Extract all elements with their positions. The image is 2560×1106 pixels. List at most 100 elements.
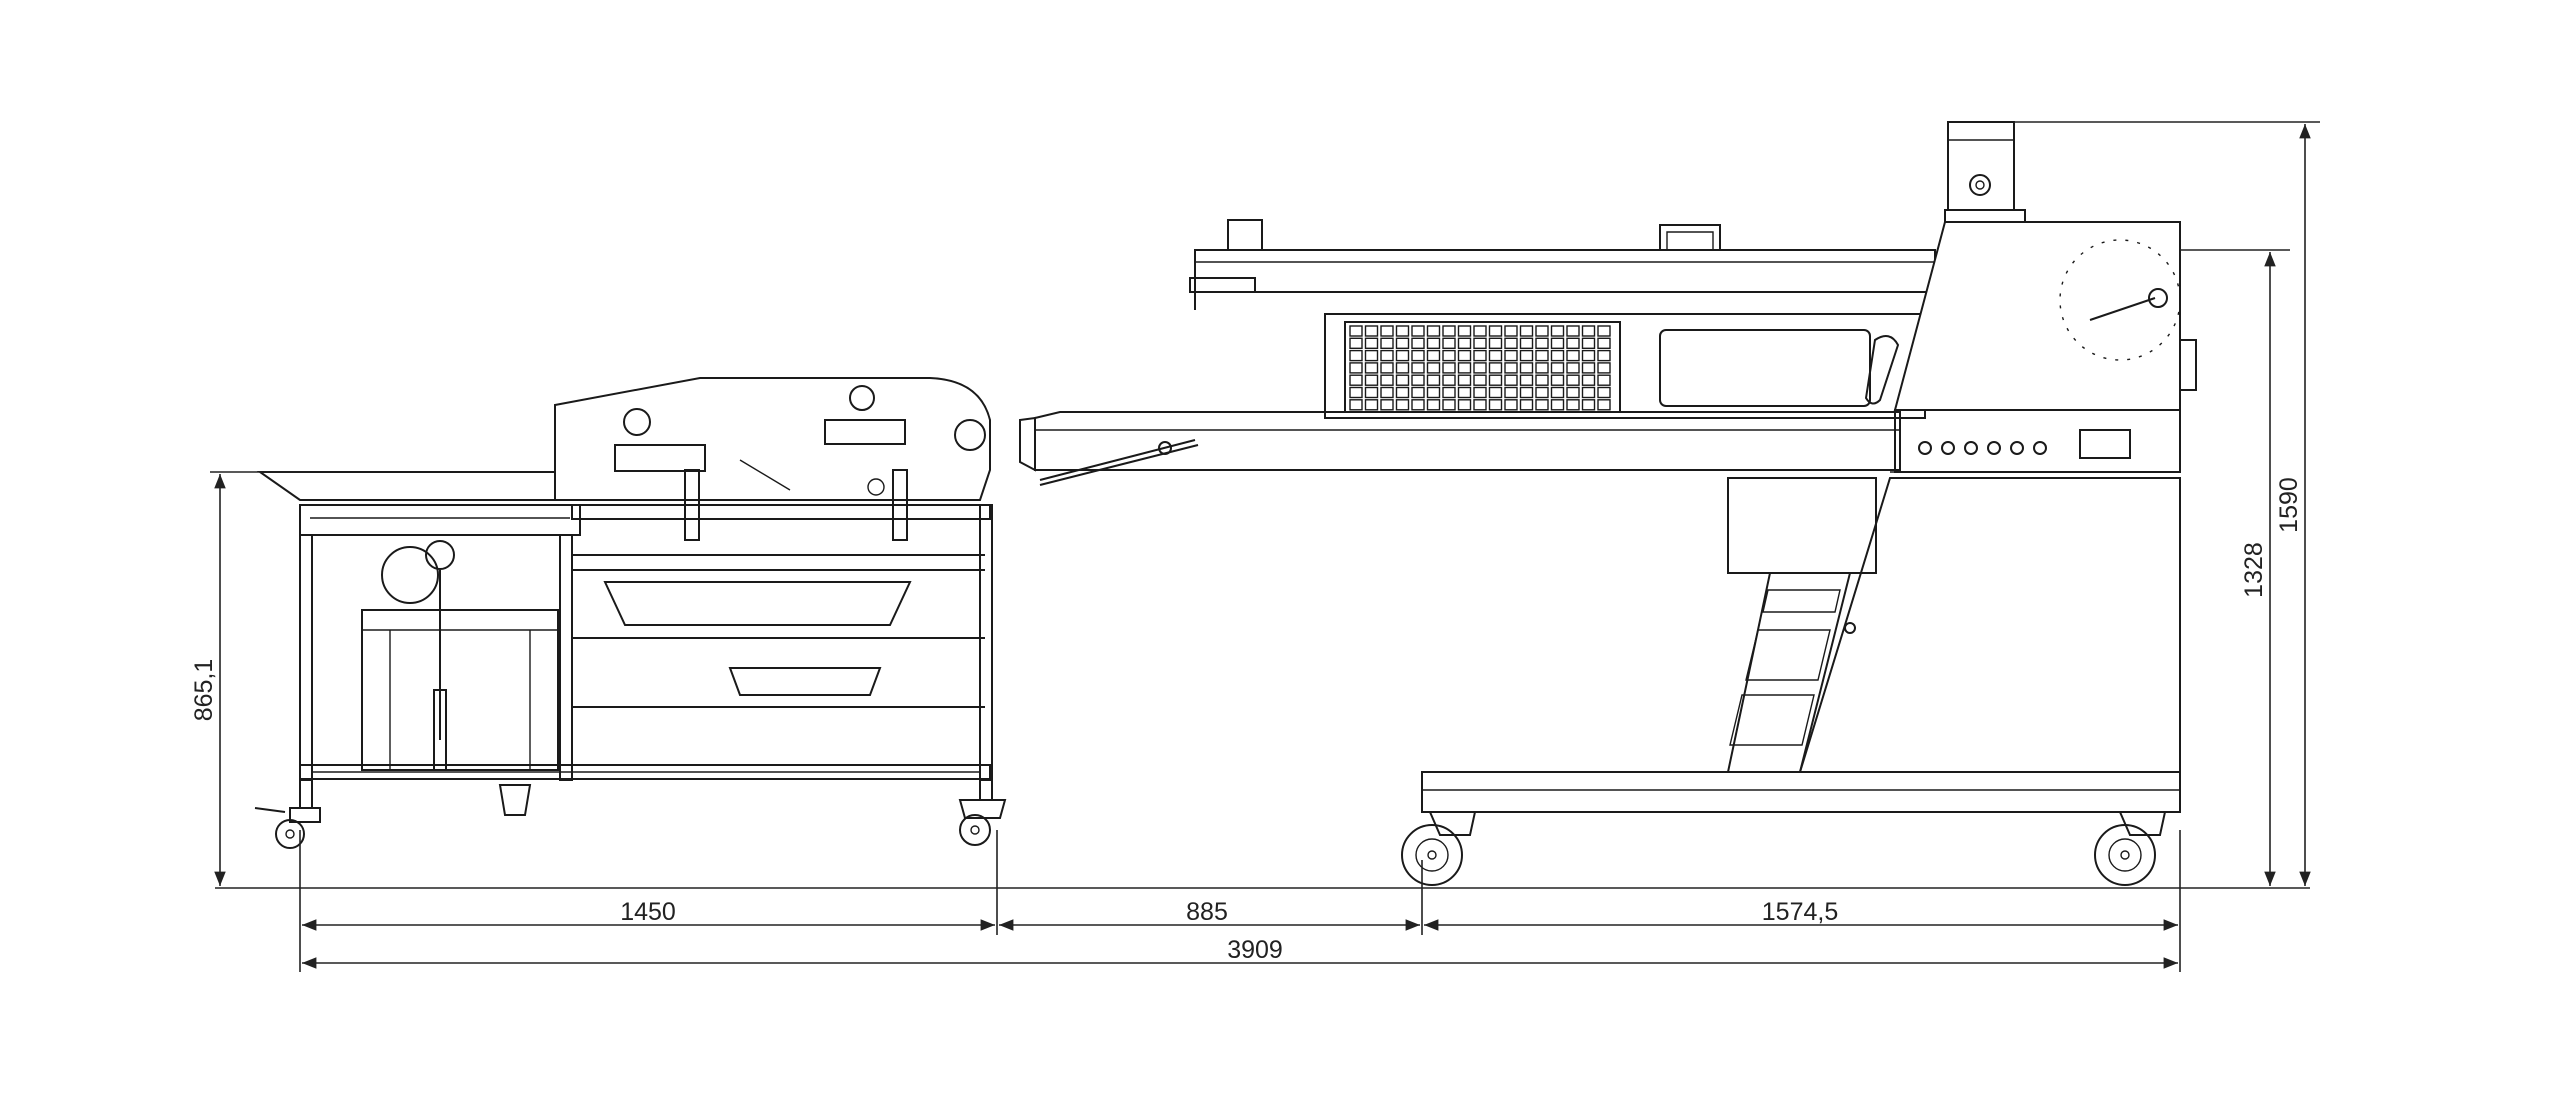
vent-slot [1380, 362, 1394, 374]
vent-slot [1473, 374, 1487, 386]
vent-slot [1473, 325, 1487, 337]
vent-slot [1364, 349, 1379, 362]
vent-slot [1581, 337, 1596, 349]
dim-label-3909: 3909 [1227, 936, 1283, 964]
vent-slot [1550, 386, 1565, 399]
vent-slot [1395, 386, 1410, 399]
vent-slot [1504, 386, 1518, 399]
vent-slot [1364, 374, 1379, 386]
vent-slot [1349, 325, 1363, 337]
vent-slot [1426, 337, 1441, 349]
vent-slot [1488, 386, 1503, 399]
vent-slot [1364, 362, 1379, 374]
vent-slot [1411, 374, 1425, 386]
vent-slot [1535, 374, 1549, 386]
vent-slot [1597, 399, 1611, 411]
vent-slot [1426, 374, 1441, 386]
vent-slot [1597, 362, 1611, 374]
vent-slot [1535, 399, 1549, 411]
vent-slot [1581, 362, 1596, 374]
conveyor-unit [1019, 411, 1901, 486]
vent-slot [1504, 349, 1518, 362]
vent-slot [1442, 374, 1456, 386]
vent-slot [1504, 362, 1518, 374]
upper-conveyor [1189, 219, 1936, 419]
vent-slot [1535, 386, 1549, 399]
vent-slot [1473, 337, 1487, 349]
vent-slot [1364, 386, 1379, 399]
vent-slot [1349, 362, 1363, 374]
right-unit [1401, 121, 2197, 886]
vent-slot [1442, 325, 1456, 337]
vent-slot [1566, 362, 1580, 374]
dimension-labels: 1450 885 1574,5 3909 865,1 1328 1590 [190, 477, 2303, 964]
vent-slot [1380, 386, 1394, 399]
vent-slot [1597, 337, 1611, 349]
vent-slot [1426, 362, 1441, 374]
vent-slot [1395, 362, 1410, 374]
vent-slot [1442, 399, 1456, 411]
left-feed-unit [254, 471, 991, 849]
vent-slot [1457, 399, 1472, 411]
vent-slot [1581, 399, 1596, 411]
vent-slot [1349, 374, 1363, 386]
vent-slot [1473, 386, 1487, 399]
vent-slot [1550, 337, 1565, 349]
vent-slot [1457, 386, 1472, 399]
vent-slot [1550, 325, 1565, 337]
vent-slot [1457, 374, 1472, 386]
vent-slot [1426, 399, 1441, 411]
vent-slot [1504, 337, 1518, 349]
dim-label-865-1: 865,1 [190, 659, 218, 722]
dim-label-1328: 1328 [2240, 542, 2268, 598]
vent-slot [1411, 349, 1425, 362]
vent-slot [1457, 362, 1472, 374]
vent-slot [1411, 325, 1425, 337]
vent-slot [1566, 349, 1580, 362]
vent-slot [1597, 349, 1611, 362]
vent-slot [1349, 349, 1363, 362]
vent-slot [1380, 337, 1394, 349]
vent-slot [1597, 374, 1611, 386]
button-row [1918, 441, 2047, 455]
vent-slot [1504, 374, 1518, 386]
vent-slot [1581, 325, 1596, 337]
vent-slot [1442, 337, 1456, 349]
vent-slot [1488, 325, 1503, 337]
vent-slot [1519, 399, 1534, 411]
vent-slot [1504, 399, 1518, 411]
vent-slot [1395, 349, 1410, 362]
vent-slot [1442, 386, 1456, 399]
vent-slot [1550, 399, 1565, 411]
vent-slot [1488, 362, 1503, 374]
vent-slot [1364, 325, 1379, 337]
vent-slot [1488, 374, 1503, 386]
vent-slot [1411, 337, 1425, 349]
vent-slot [1519, 337, 1534, 349]
vent-slot [1519, 374, 1534, 386]
vent-slot [1519, 325, 1534, 337]
vent-slot [1550, 349, 1565, 362]
vent-slot [1426, 325, 1441, 337]
vent-slot [1566, 386, 1580, 399]
vent-slot [1488, 349, 1503, 362]
vent-slot [1411, 399, 1425, 411]
vent-slot [1426, 386, 1441, 399]
dim-label-1590: 1590 [2275, 477, 2303, 533]
vent-slot [1426, 349, 1441, 362]
vent-slot [1364, 399, 1379, 411]
vent-slot [1380, 325, 1394, 337]
sheeter-unit [554, 377, 1007, 846]
vent-slot [1473, 399, 1487, 411]
vent-slot [1519, 349, 1534, 362]
vent-slot [1581, 386, 1596, 399]
vent-slot [1380, 374, 1394, 386]
dim-label-885: 885 [1186, 898, 1228, 926]
vent-slot [1597, 386, 1611, 399]
dim-label-1574-5: 1574,5 [1762, 898, 1838, 926]
vent-slot [1535, 362, 1549, 374]
vent-slot [1519, 362, 1534, 374]
vent-slot [1581, 374, 1596, 386]
vent-slot [1395, 399, 1410, 411]
vent-slot [1504, 325, 1518, 337]
